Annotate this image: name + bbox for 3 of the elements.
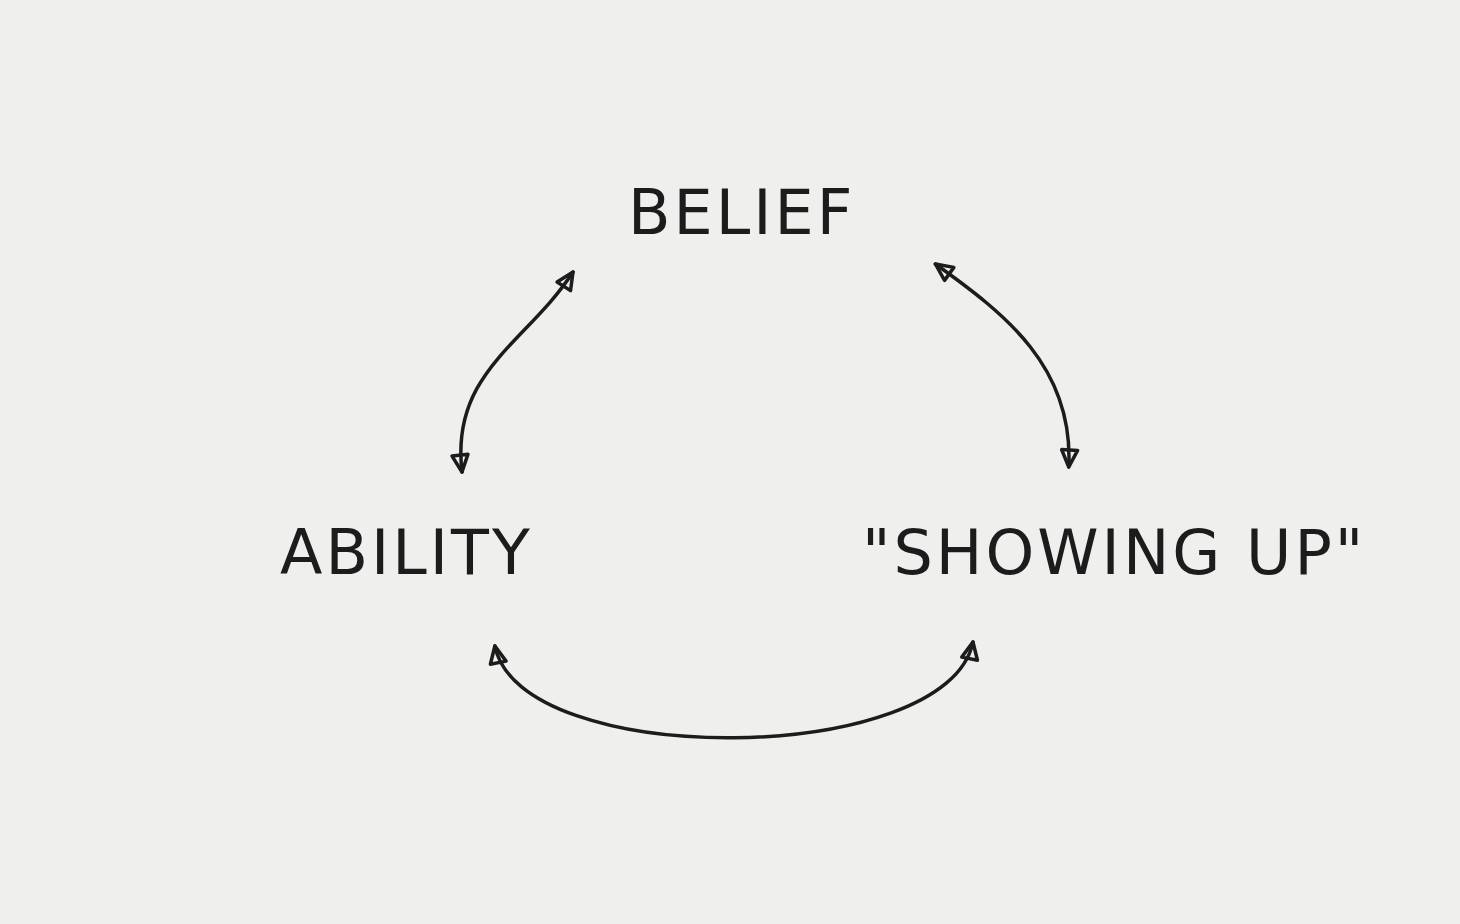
concept-label: "SHOWING UP" (862, 522, 1367, 584)
concept-label: BELIEF (628, 182, 856, 244)
concept-label: ABILITY (280, 522, 533, 584)
